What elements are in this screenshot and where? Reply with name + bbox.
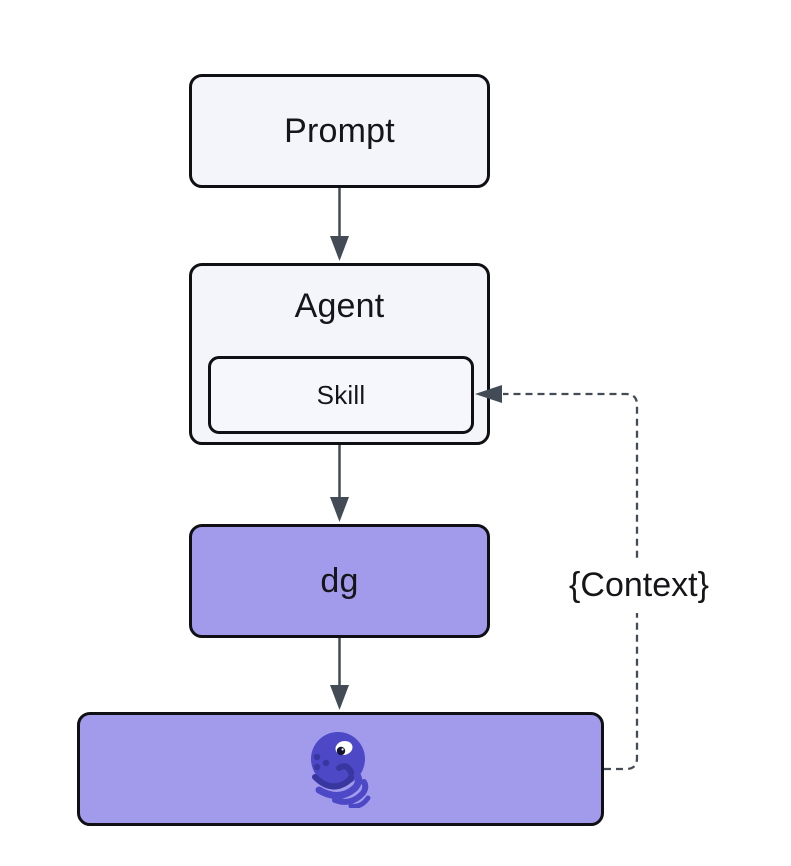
octopus-tentacle-shadow [311, 763, 355, 790]
octopus-tentacle-1 [315, 771, 362, 799]
node-prompt-label: Prompt [284, 111, 395, 150]
context-edge-label: {Context} [538, 558, 740, 613]
arrow-agent-to-dg [330, 445, 349, 522]
node-dg-label: dg [320, 561, 359, 600]
octopus-tentacle-3 [348, 795, 370, 808]
octopus-tentacle-2 [331, 779, 368, 805]
octopus-spot-3 [313, 763, 320, 771]
node-skill-label: Skill [316, 379, 366, 410]
node-runtime [77, 712, 604, 826]
node-skill: Skill [208, 356, 474, 434]
arrow-dg-to-runtime [330, 638, 349, 710]
octopus-icon [310, 732, 370, 808]
octopus-spot-1 [313, 753, 320, 761]
arrow-prompt-to-agent [330, 188, 349, 261]
octopus-pupil [336, 746, 345, 756]
node-agent-label: Agent [294, 287, 385, 325]
octopus-eye-glint [341, 748, 344, 751]
node-dg: dg [189, 524, 490, 638]
node-agent: Agent Skill [189, 263, 490, 445]
node-prompt: Prompt [189, 74, 490, 188]
octopus-spot-2 [322, 759, 329, 767]
